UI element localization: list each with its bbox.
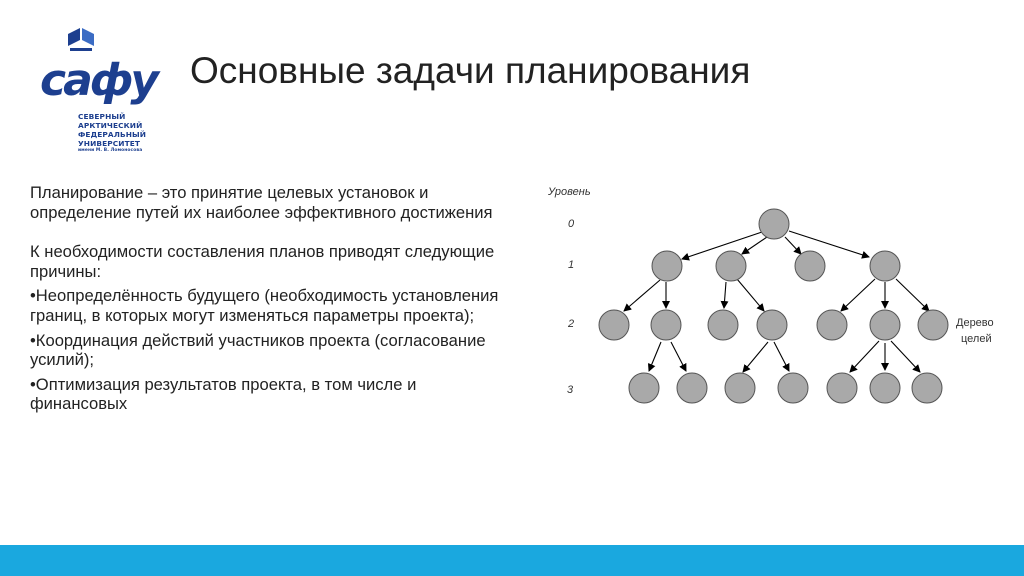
tree-node	[869, 372, 901, 404]
tree-edge	[647, 341, 662, 372]
tree-edge	[736, 278, 765, 312]
slide-title: Основные задачи планирования	[190, 50, 751, 91]
university-logo: сафу СЕВЕРНЫЙ АРКТИЧЕСКИЙ ФЕДЕРАЛЬНЫЙ УН…	[40, 26, 159, 153]
tree-node	[650, 309, 682, 341]
tree-edge	[623, 279, 661, 312]
tree-edge	[741, 236, 768, 255]
tree-edge	[849, 340, 880, 373]
goal-tree-diagram: Уровень 0 1 2 3 Дерево целей	[547, 186, 994, 404]
slide-body-text: Планирование – это принятие целевых уста…	[30, 183, 510, 414]
bullet-item: •Оптимизация результатов проекта, в том …	[30, 374, 417, 414]
tree-label-line2: целей	[961, 333, 992, 345]
tree-edges	[623, 230, 930, 373]
tree-node	[826, 372, 858, 404]
tree-node	[758, 208, 790, 240]
intro-paragraph: К необходимости составления планов приво…	[30, 242, 495, 281]
tree-node	[777, 372, 809, 404]
level-header-label: Уровень	[547, 186, 591, 198]
tree-edge	[895, 278, 930, 312]
tree-node	[869, 250, 901, 282]
tree-edge	[720, 281, 729, 309]
bullet-item: •Координация действий участников проекта…	[30, 330, 486, 370]
tree-node	[676, 372, 708, 404]
tree-node	[598, 309, 630, 341]
tree-node	[911, 372, 943, 404]
tree-node	[756, 309, 788, 341]
bullet-item: •Неопределённость будущего (необходимост…	[30, 286, 499, 325]
bottom-accent-bar	[0, 545, 1024, 576]
definition-paragraph: Планирование – это принятие целевых уста…	[30, 183, 493, 222]
level-label: 1	[568, 259, 574, 271]
tree-edge	[840, 278, 876, 312]
level-label: 2	[567, 318, 574, 330]
logo-university-name: СЕВЕРНЫЙ АРКТИЧЕСКИЙ ФЕДЕРАЛЬНЫЙ УНИВЕРС…	[78, 112, 147, 153]
book-icon	[68, 28, 94, 51]
tree-node	[651, 250, 683, 282]
tree-node	[869, 309, 901, 341]
level-label: 3	[567, 384, 574, 396]
tree-node	[724, 372, 756, 404]
tree-edge	[890, 340, 921, 373]
tree-edge	[784, 236, 802, 255]
tree-edge	[681, 231, 763, 261]
level-label: 0	[568, 218, 575, 230]
tree-node	[917, 309, 949, 341]
tree-nodes	[598, 208, 949, 404]
tree-node	[707, 309, 739, 341]
tree-edge	[670, 341, 687, 372]
tree-edge	[788, 230, 870, 259]
tree-node	[816, 309, 848, 341]
tree-node	[628, 372, 660, 404]
tree-node	[794, 250, 826, 282]
logo-wordmark: сафу	[40, 55, 159, 106]
tree-node	[715, 250, 747, 282]
tree-label-line1: Дерево	[956, 317, 994, 329]
tree-edge	[742, 341, 769, 373]
tree-edge	[773, 341, 790, 372]
